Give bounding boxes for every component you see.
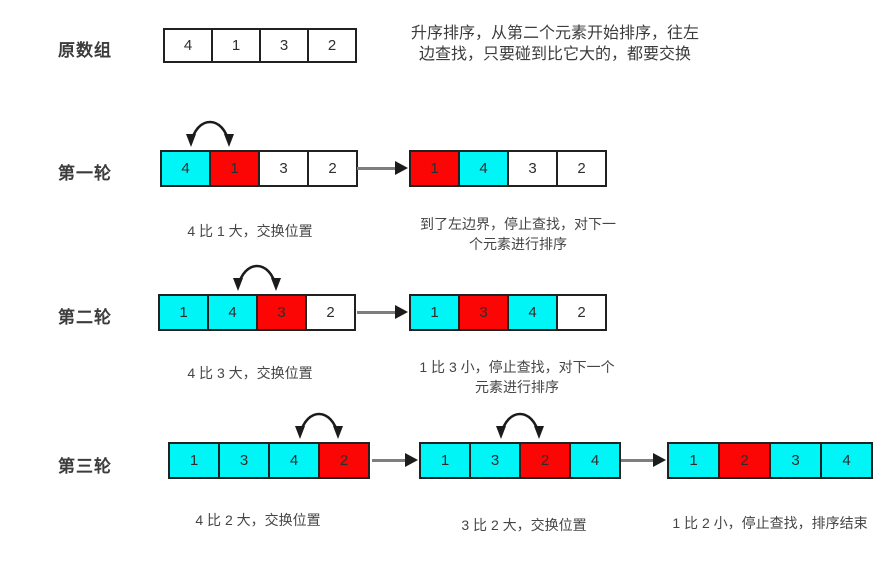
round-1-label: 第一轮	[58, 164, 112, 183]
round-1-step-2-array: 1 4 3 2	[409, 150, 607, 187]
array-cell: 4	[207, 294, 258, 331]
array-cell: 1	[419, 442, 471, 479]
round-2-step-1-array: 1 4 3 2	[158, 294, 356, 331]
array-cell: 4	[163, 28, 213, 63]
swap-arrow-icon	[295, 412, 343, 439]
arrow-shaft	[357, 310, 395, 314]
original-array: 4 1 3 2	[163, 28, 357, 63]
array-cell: 3	[258, 150, 309, 187]
array-cell: 3	[259, 28, 309, 63]
round-3-label: 第三轮	[58, 457, 112, 476]
next-step-arrow-icon	[372, 453, 418, 467]
array-cell: 4	[569, 442, 621, 479]
round-1-step-2-caption: 到了左边界，停止查找，对下一 个元素进行排序	[388, 214, 648, 254]
array-cell: 1	[409, 150, 460, 187]
array-cell: 3	[458, 294, 509, 331]
caption-line: 4 比 1 大，交换位置	[187, 223, 313, 239]
swap-arrow-icon	[186, 120, 234, 147]
arrow-head	[395, 305, 408, 319]
arrow-head	[405, 453, 418, 467]
round-3-step-3-array: 1 2 3 4	[667, 442, 873, 479]
next-step-arrow-icon	[621, 453, 666, 467]
swap-arrow-icon	[496, 412, 544, 439]
round-2-step-2-array: 1 3 4 2	[409, 294, 607, 331]
array-cell: 4	[507, 294, 558, 331]
array-cell: 1	[158, 294, 209, 331]
array-cell: 1	[667, 442, 720, 479]
next-step-arrow-icon	[357, 161, 408, 175]
array-cell: 3	[469, 442, 521, 479]
caption-line: 4 比 3 大，交换位置	[187, 365, 313, 381]
array-cell: 4	[820, 442, 873, 479]
arrow-head	[395, 161, 408, 175]
array-cell: 2	[307, 28, 357, 63]
array-cell: 4	[458, 150, 509, 187]
arrow-shaft	[621, 458, 653, 462]
round-3-step-2-array: 1 3 2 4	[419, 442, 621, 479]
description-line-1: 升序排序，从第二个元素开始排序，往左	[410, 25, 699, 42]
round-3-step-1-caption: 4 比 2 大，交换位置	[138, 510, 378, 530]
round-3-step-1-array: 1 3 4 2	[168, 442, 370, 479]
caption-line: 4 比 2 大，交换位置	[195, 512, 321, 528]
description-text: 升序排序，从第二个元素开始排序，往左 边查找，只要碰到比它大的，都要交换	[400, 23, 710, 65]
array-cell: 1	[211, 28, 261, 63]
array-cell: 4	[160, 150, 211, 187]
arrow-shaft	[372, 458, 405, 462]
array-cell: 2	[556, 294, 607, 331]
array-cell: 2	[307, 150, 358, 187]
caption-line: 到了左边界，停止查找，对下一	[420, 216, 616, 232]
round-3-step-3-caption: 1 比 2 小，停止查找，排序结束	[640, 513, 894, 533]
array-cell: 3	[256, 294, 307, 331]
caption-line: 3 比 2 大，交换位置	[461, 517, 587, 533]
caption-line: 个元素进行排序	[469, 236, 567, 252]
description-line-2: 边查找，只要碰到比它大的，都要交换	[418, 46, 691, 63]
array-cell: 3	[218, 442, 270, 479]
array-cell: 3	[769, 442, 822, 479]
array-cell: 3	[507, 150, 558, 187]
original-array-label: 原数组	[58, 41, 112, 60]
array-cell: 2	[305, 294, 356, 331]
round-1-step-1-array: 4 1 3 2	[160, 150, 358, 187]
array-cell: 2	[519, 442, 571, 479]
arrow-shaft	[357, 166, 395, 170]
array-cell: 1	[168, 442, 220, 479]
caption-line: 1 比 2 小，停止查找，排序结束	[672, 515, 868, 531]
round-2-step-1-caption: 4 比 3 大，交换位置	[130, 363, 370, 383]
round-2-label: 第二轮	[58, 308, 112, 327]
array-cell: 1	[409, 294, 460, 331]
array-cell: 2	[556, 150, 607, 187]
caption-line: 元素进行排序	[475, 379, 559, 395]
array-cell: 1	[209, 150, 260, 187]
caption-line: 1 比 3 小，停止查找，对下一个	[419, 359, 615, 375]
array-cell: 2	[718, 442, 771, 479]
swap-arrow-icon	[233, 264, 281, 291]
round-1-step-1-caption: 4 比 1 大，交换位置	[130, 221, 370, 241]
array-cell: 4	[268, 442, 320, 479]
round-3-step-2-caption: 3 比 2 大，交换位置	[404, 515, 644, 535]
arrow-head	[653, 453, 666, 467]
array-cell: 2	[318, 442, 370, 479]
next-step-arrow-icon	[357, 305, 408, 319]
round-2-step-2-caption: 1 比 3 小，停止查找，对下一个 元素进行排序	[387, 357, 647, 397]
